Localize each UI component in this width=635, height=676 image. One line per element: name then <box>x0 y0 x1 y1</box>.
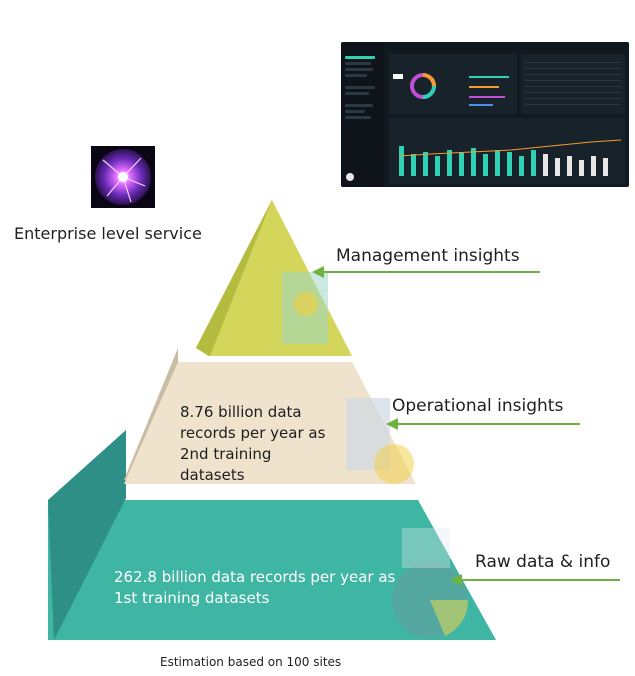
label-operational-insights: Operational insights <box>392 396 564 416</box>
middle-layer-text: 8.76 billion data records per year as 2n… <box>180 403 326 484</box>
layer-top <box>196 200 352 356</box>
label-management-insights: Management insights <box>336 246 520 266</box>
footnote: Estimation based on 100 sites <box>160 655 342 669</box>
arrow-management <box>312 266 540 278</box>
layer-middle <box>124 348 416 484</box>
arrow-operational <box>386 418 580 430</box>
label-raw-data: Raw data & info <box>475 552 611 572</box>
plasma-ball-icon <box>91 146 155 208</box>
dashboard-sidebar <box>341 42 385 187</box>
enterprise-label: Enterprise level service <box>14 224 202 243</box>
bottom-layer-text: 262.8 billion data records per year as 1… <box>114 568 396 607</box>
dashboard-panels <box>389 54 625 184</box>
arrow-raw <box>450 574 620 586</box>
layer-bottom <box>48 430 496 640</box>
dashboard-screenshot <box>341 42 629 187</box>
